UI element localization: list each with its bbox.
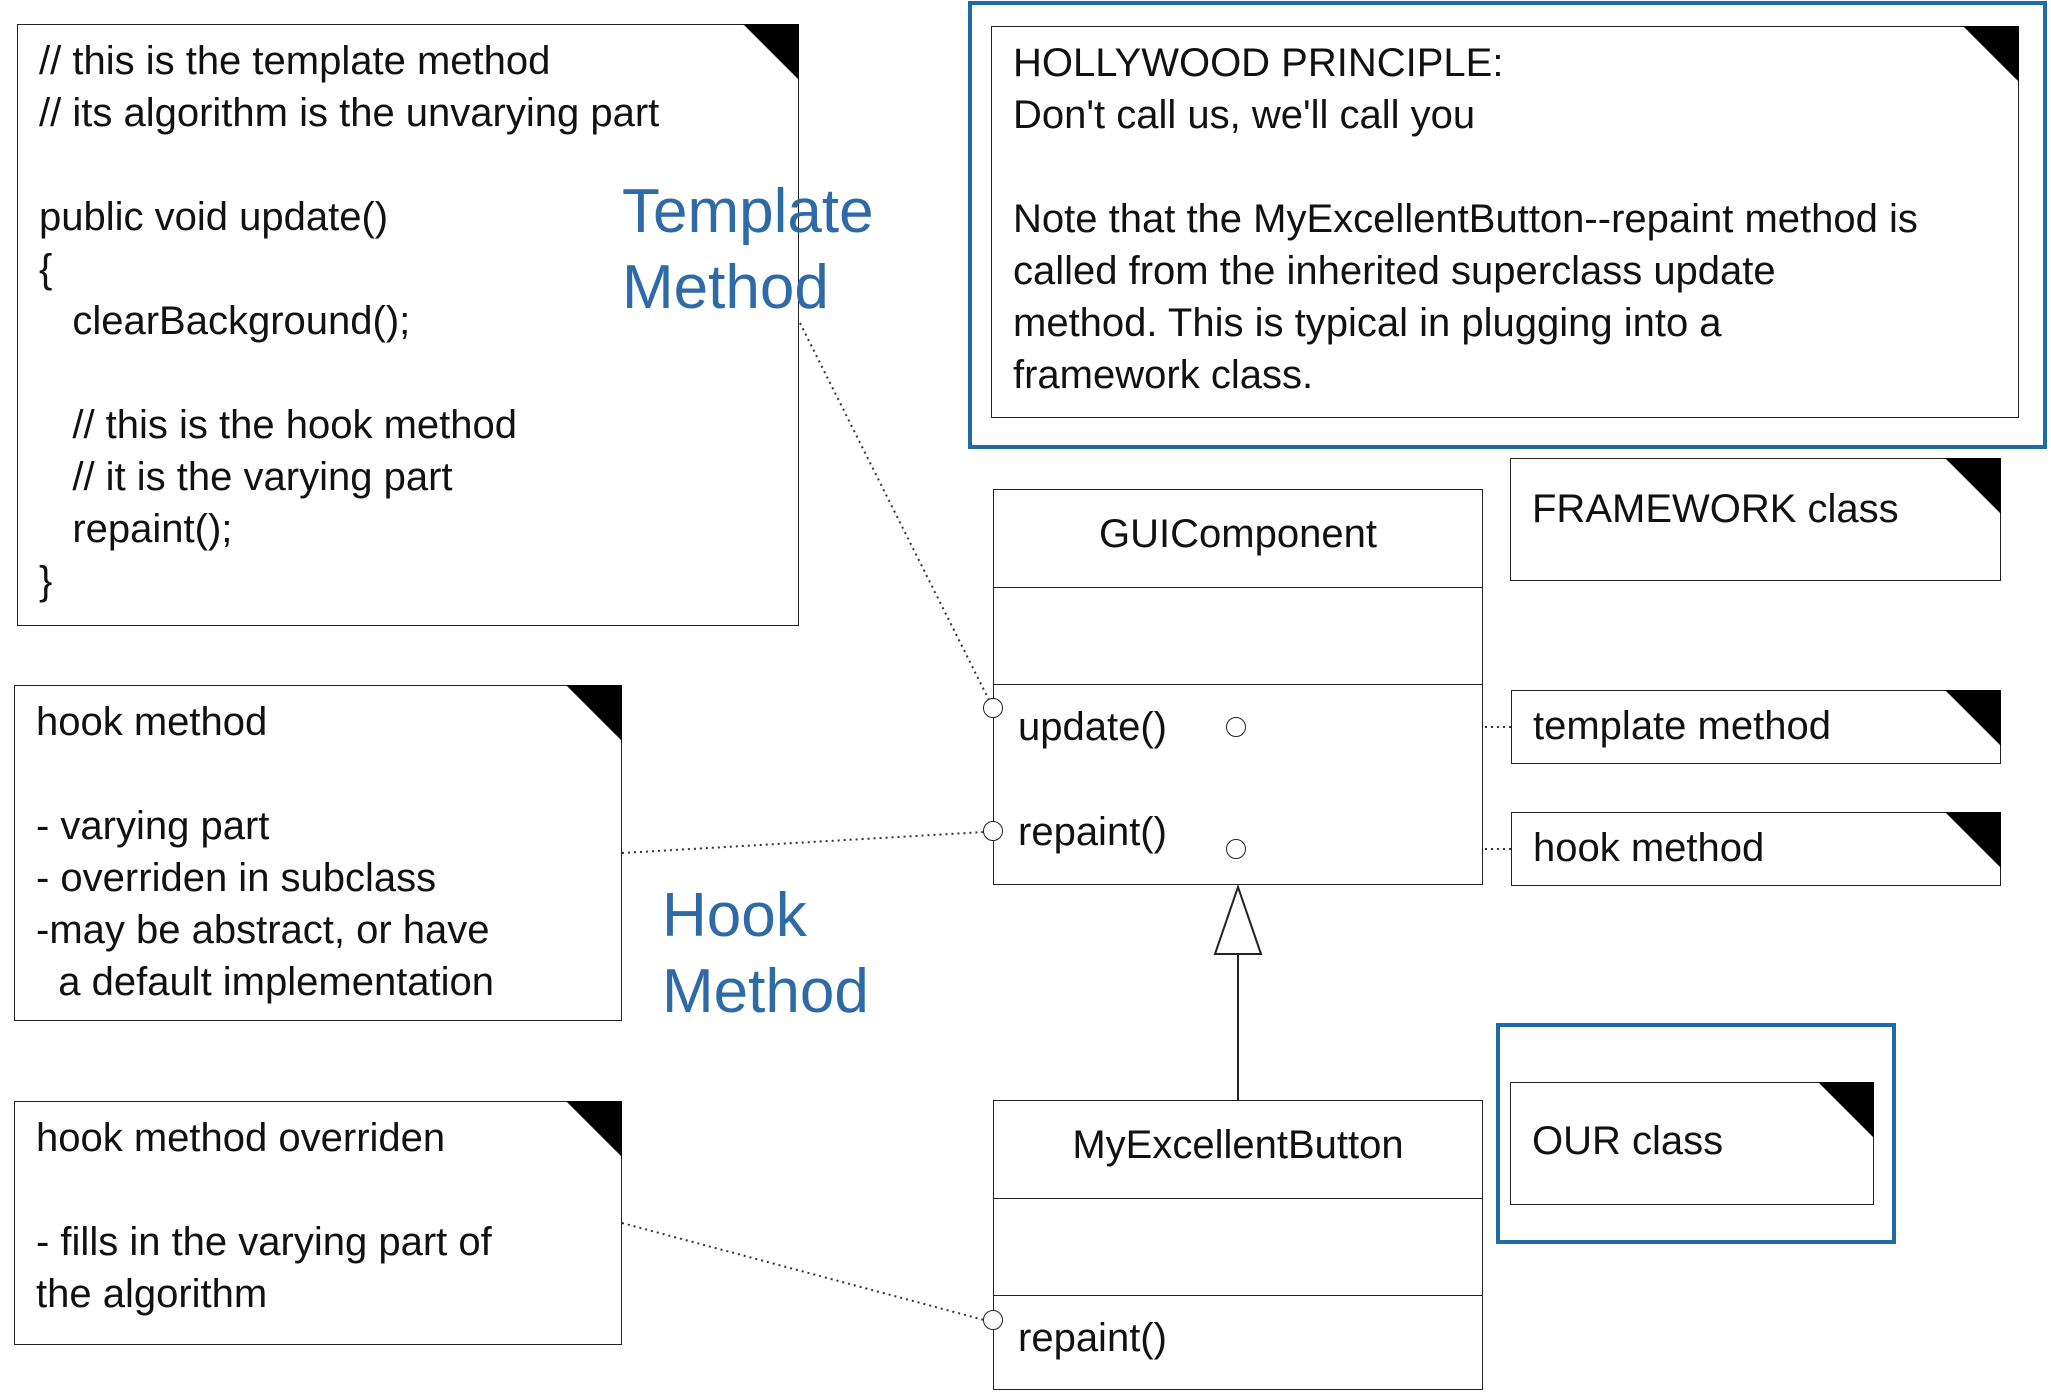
attributes-compartment [994,588,1482,685]
note-line: the algorithm [36,1272,268,1316]
note-line: method. This is typical in plugging into… [1013,301,1722,345]
repaint-port-left-icon [983,821,1003,841]
note-line: - overriden in subclass [36,856,437,900]
template-code-text: // this is the template method // its alg… [39,35,659,607]
class-guicomponent[interactable]: GUIComponent update() repaint() [993,489,1483,885]
class-myexcellentbutton[interactable]: MyExcellentButton repaint() [993,1100,1483,1390]
note-line: // this is the hook method [39,403,518,447]
note-line: Note that the MyExcellentButton--repaint… [1013,197,1918,241]
framework-class-note: FRAMEWORK class [1510,458,2001,581]
our-class-text: OUR class [1532,1119,1724,1163]
note-line [39,347,659,399]
template-method-label: template method [1533,704,1831,748]
note-line: public void update() [39,195,389,239]
template-code-note: // this is the template method // its alg… [17,24,799,626]
note-line: // this is the template method [39,39,551,83]
note-line: framework class. [1013,353,1314,397]
note-fold-icon [566,685,622,741]
hook-overriden-text: hook method overriden - fills in the var… [36,1112,492,1320]
hook-method-caption: Hook Method [662,881,869,1026]
update-port-left-icon [983,698,1003,718]
note-fold-icon [1818,1082,1874,1138]
operations-compartment: repaint() [994,1296,1482,1396]
note-line: -may be abstract, or have [36,908,490,952]
note-line: hook method overriden [36,1116,446,1160]
note-fold-icon [1945,812,2001,868]
note-fold-icon [1945,458,2001,514]
note-line: hook method [36,700,268,744]
note-fold-icon [1963,26,2019,82]
hook-overriden-note: hook method overriden - fills in the var… [14,1101,622,1345]
note-line: a default implementation [36,960,495,1004]
note-line: HOLLYWOOD PRINCIPLE: [1013,41,1504,85]
note-line: clearBackground(); [39,299,411,343]
link-template-code-to-update [799,322,995,711]
repaint-port-right-icon [1226,839,1246,859]
hook-method-note: hook method - varying part - overriden in… [14,685,622,1021]
link-hook-note-to-repaint [621,831,985,854]
class-name: MyExcellentButton [1072,1123,1404,1167]
hollywood-highlight [968,1,2047,449]
operation-repaint[interactable]: repaint() [1018,810,1167,854]
hook-method-label-note: hook method [1511,812,2001,886]
note-line [36,1164,492,1216]
attributes-compartment [994,1199,1482,1296]
generalization-arrowhead [1213,883,1263,955]
class-name-compartment: GUIComponent [994,490,1482,588]
class-name: GUIComponent [1099,512,1377,556]
our-class-note: OUR class [1510,1082,1874,1205]
hollywood-principle-note: HOLLYWOOD PRINCIPLE: Don't call us, we'll… [991,26,2019,418]
note-line: // its algorithm is the unvarying part [39,91,660,135]
note-line [1013,141,1918,193]
note-line: // it is the varying part [39,455,453,499]
operations-compartment: update() repaint() [994,685,1482,884]
note-line: - fills in the varying part of [36,1220,492,1264]
our-class-highlight [1496,1023,1896,1244]
template-method-note: template method [1511,690,2001,764]
operation-repaint[interactable]: repaint() [1018,1316,1167,1360]
note-fold-icon [743,24,799,80]
hook-method-text: hook method - varying part - overriden in… [36,696,494,1008]
note-line: } [39,559,53,603]
note-fold-icon [1945,690,2001,746]
framework-class-text: FRAMEWORK class [1532,487,1899,531]
note-line [36,748,494,800]
note-line [39,139,659,191]
hollywood-principle-text: HOLLYWOOD PRINCIPLE: Don't call us, we'll… [1013,37,1918,401]
note-line: Don't call us, we'll call you [1013,93,1476,137]
hook-method-label: hook method [1533,826,1765,870]
note-line: repaint(); [39,507,233,551]
update-port-right-icon [1226,717,1246,737]
note-fold-icon [566,1101,622,1157]
note-line: called from the inherited superclass upd… [1013,249,1776,293]
class-name-compartment: MyExcellentButton [994,1101,1482,1199]
operation-update[interactable]: update() [1018,705,1167,749]
note-line: { [39,247,53,291]
template-method-caption: Template Method [622,177,874,322]
note-line: - varying part [36,804,270,848]
subclass-repaint-port-icon [983,1310,1003,1330]
link-hook-overriden-to-subclass-repaint [621,1222,985,1321]
